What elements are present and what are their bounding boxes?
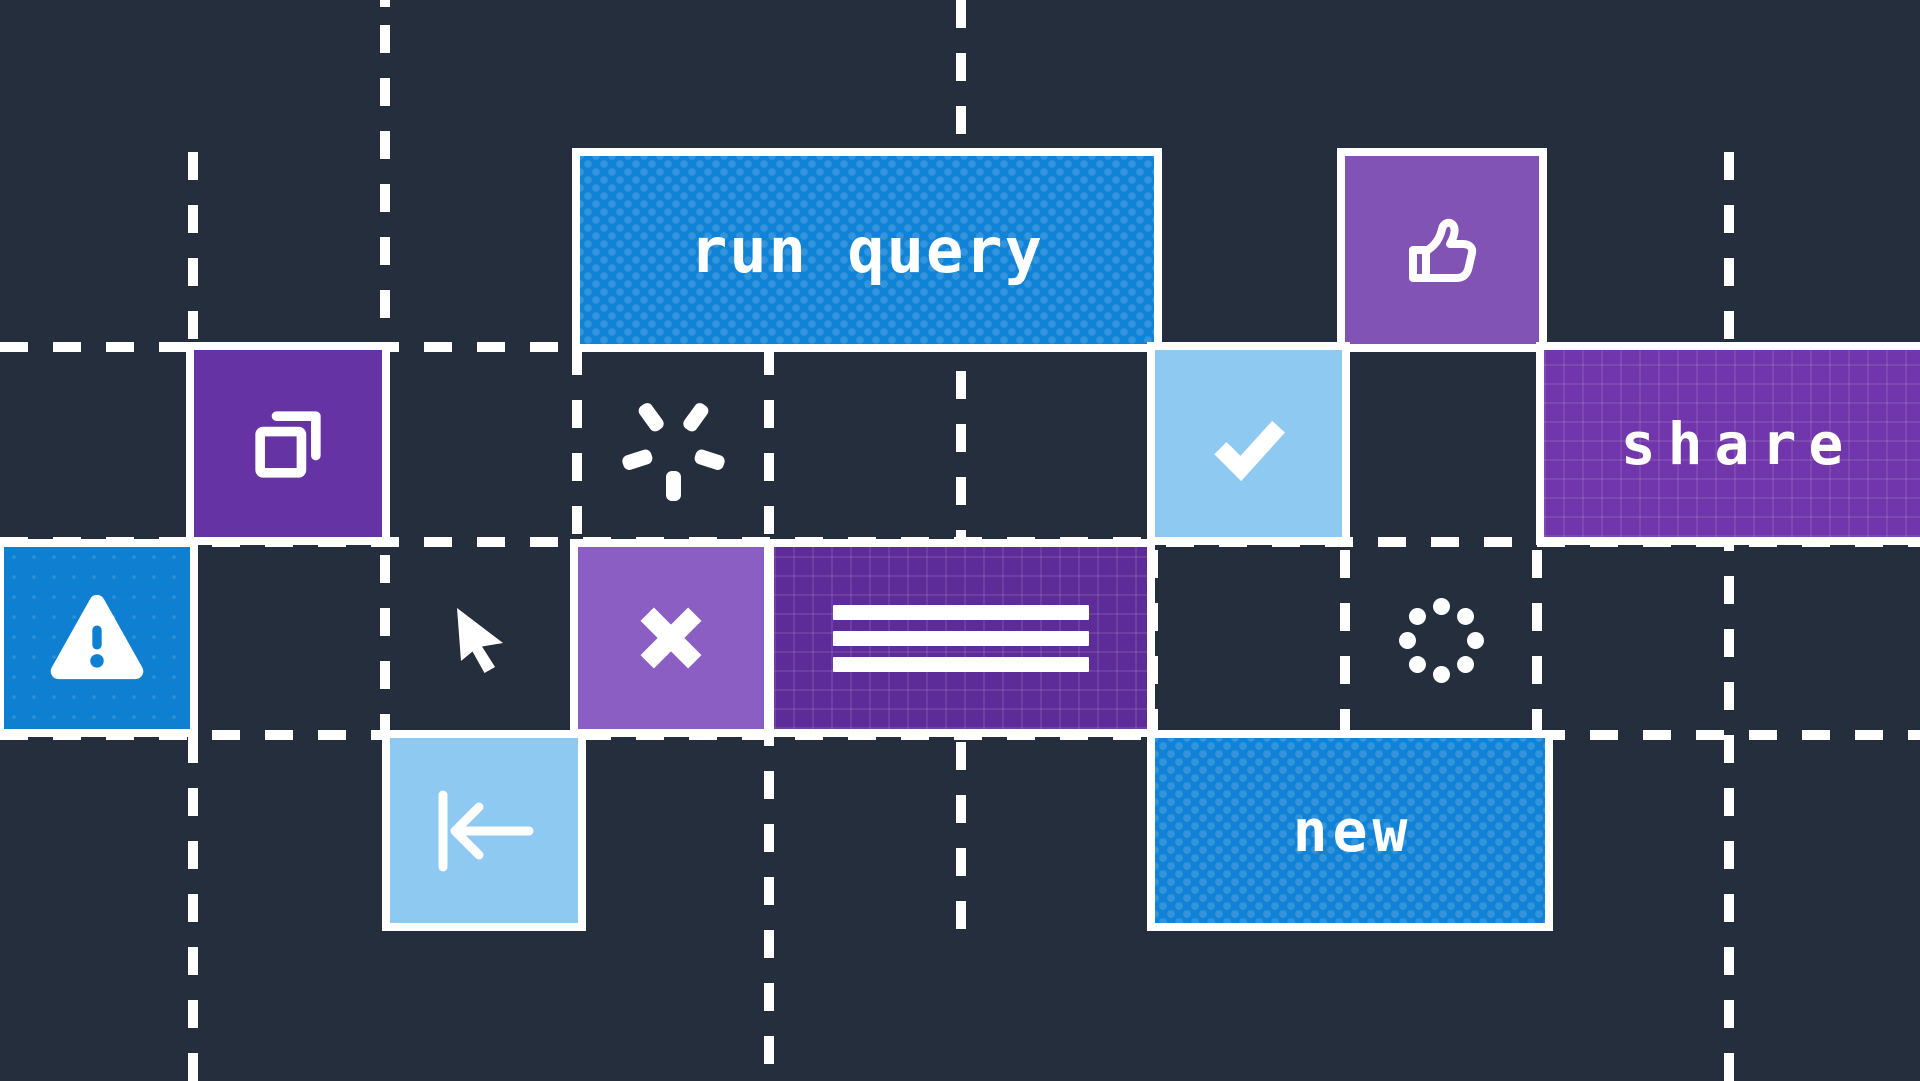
warning-icon — [50, 594, 144, 680]
thumbs-up-button[interactable] — [1337, 148, 1547, 352]
skip-back-icon — [438, 790, 534, 871]
copy-icon — [255, 410, 321, 478]
grid-vline-9 — [1724, 152, 1734, 1081]
copy-button[interactable] — [186, 342, 390, 545]
run-query-button[interactable]: run query — [572, 148, 1162, 352]
thumbs-up-icon — [1409, 218, 1477, 282]
warning-button[interactable] — [0, 539, 198, 737]
close-icon — [640, 607, 702, 669]
new-label: new — [1292, 796, 1413, 865]
skip-back-button[interactable] — [382, 730, 586, 931]
share-label: share — [1620, 409, 1856, 478]
check-button[interactable] — [1147, 342, 1350, 545]
cursor-icon — [448, 605, 514, 679]
share-button[interactable]: share — [1536, 342, 1920, 545]
menu-icon — [832, 604, 1089, 672]
close-button[interactable] — [570, 539, 772, 737]
check-icon — [1213, 420, 1285, 481]
grid-vline-7 — [1340, 550, 1350, 735]
new-button[interactable]: new — [1147, 730, 1553, 931]
run-query-label: run query — [690, 213, 1044, 287]
grid-vline-5 — [956, 0, 966, 930]
grid-vline-8 — [1532, 550, 1542, 735]
menu-button[interactable] — [766, 539, 1155, 737]
spinner-sparkle-icon — [618, 393, 728, 503]
spinner-dots-icon — [1391, 590, 1491, 690]
